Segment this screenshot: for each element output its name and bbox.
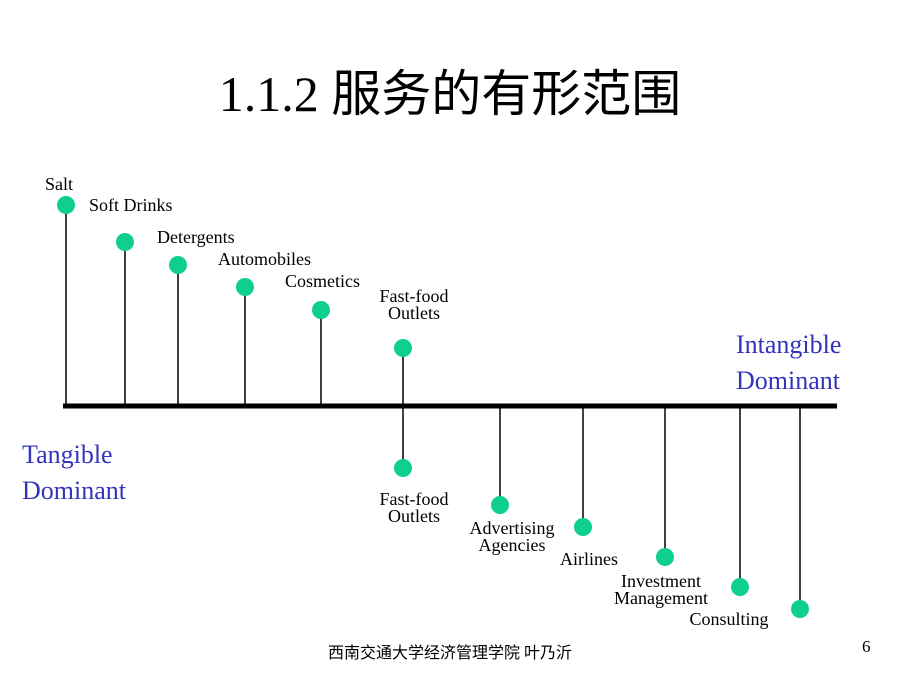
tangible-dominant-label: Tangible Dominant (22, 437, 126, 509)
marker-dot-above-3-automobiles (236, 278, 254, 296)
marker-dot-below-2-airlines (574, 518, 592, 536)
tangible-label-line-2: Dominant (22, 476, 126, 505)
item-label-salt-1: Salt (45, 174, 73, 194)
item-label-detergents-1: Detergents (157, 227, 235, 247)
slide-title: 1.1.2 服务的有形范围 (218, 66, 682, 122)
marker-dot-above-2-detergents (169, 256, 187, 274)
marker-dot-above-1-soft-drinks (116, 233, 134, 251)
marker-dot-above-4-cosmetics (312, 301, 330, 319)
item-label-investment-management-1: Investment (621, 571, 701, 591)
item-label-airlines-1: Airlines (560, 549, 618, 569)
item-label-fast-food-outlets-1: Fast-food (380, 489, 449, 509)
item-label-fast-food-outlets-1: Fast-food (380, 286, 449, 306)
item-label-automobiles-1: Automobiles (218, 249, 311, 269)
item-label-consulting-1: Consulting (689, 609, 768, 629)
item-label-advertising-agencies-2: Agencies (479, 535, 546, 555)
intangible-label-line-2: Dominant (736, 366, 840, 395)
marker-dot-below-5 (791, 600, 809, 618)
marker-dot-below-1-advertising-agencies (491, 496, 509, 514)
marker-dot-below-3-investment-management (656, 548, 674, 566)
intangible-label-line-1: Intangible (736, 330, 842, 359)
marker-dot-above-0-salt (57, 196, 75, 214)
marker-dot-below-4-consulting (731, 578, 749, 596)
item-label-advertising-agencies-1: Advertising (470, 518, 555, 538)
item-label-fast-food-outlets-2: Outlets (388, 506, 440, 526)
tangible-label-line-1: Tangible (22, 440, 113, 469)
footer-text: 西南交通大学经济管理学院 叶乃沂 (327, 645, 572, 662)
intangible-dominant-label: Intangible Dominant (736, 327, 841, 399)
item-label-soft-drinks-1: Soft Drinks (89, 195, 173, 215)
item-label-investment-management-2: Management (614, 588, 708, 608)
marker-dot-above-5-fast-food-outlets (394, 339, 412, 357)
page-number: 6 (862, 637, 871, 656)
marker-dot-below-0-fast-food-outlets (394, 459, 412, 477)
item-label-fast-food-outlets-2: Outlets (388, 303, 440, 323)
item-label-cosmetics-1: Cosmetics (285, 271, 360, 291)
